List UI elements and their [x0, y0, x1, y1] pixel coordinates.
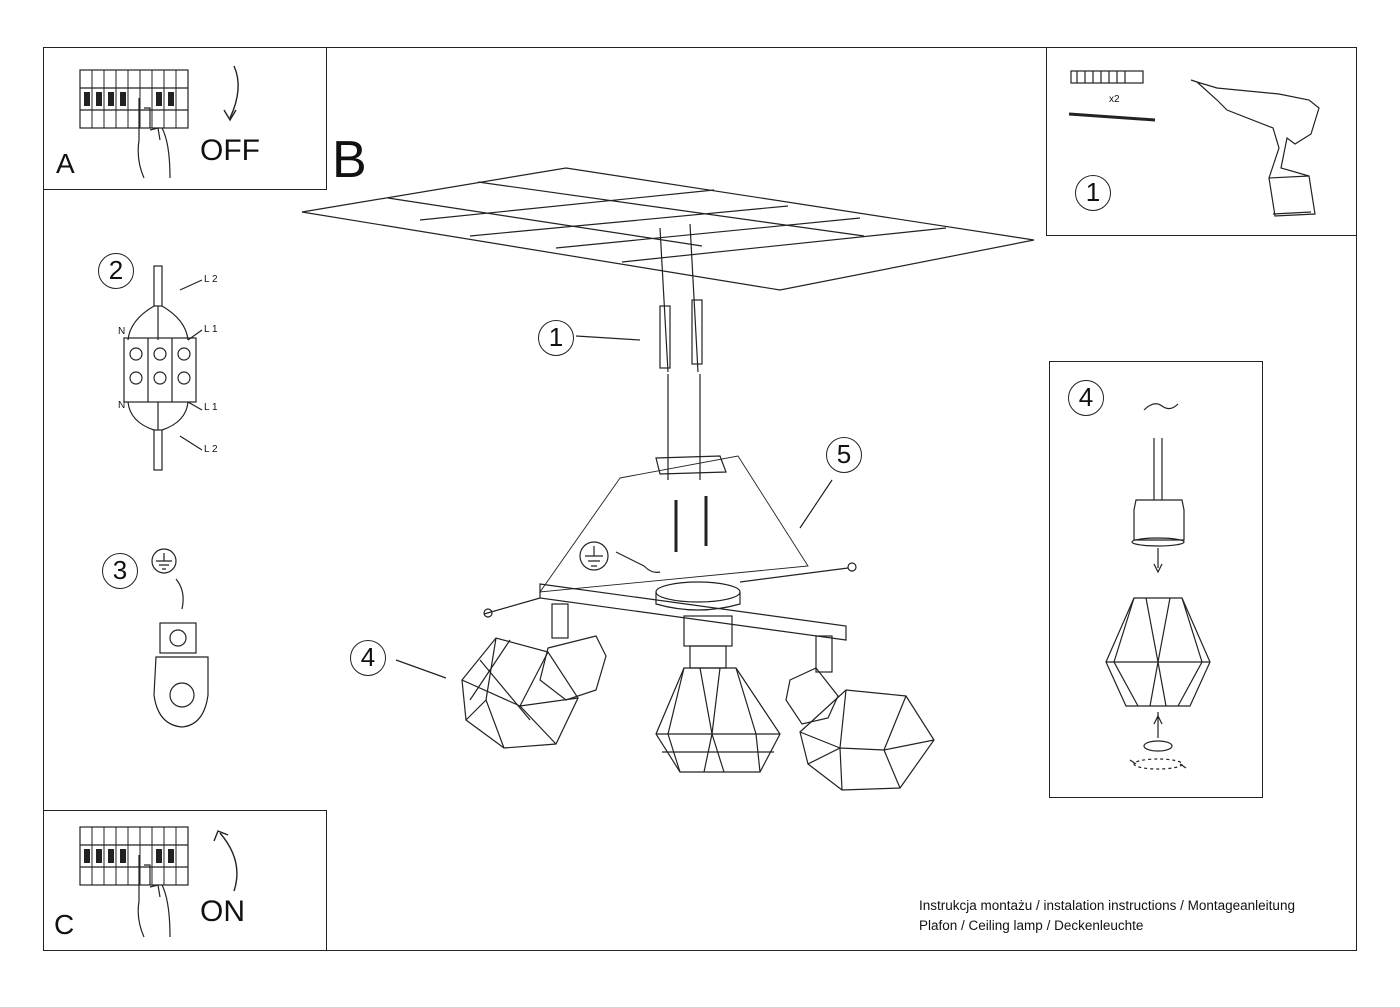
step-c-letter: C: [54, 909, 75, 940]
terminal-label: L 1: [204, 324, 218, 335]
wall-plug-icon: [1070, 70, 1144, 84]
wiring-diagram: 2 L 2 N L 1 N L 1 L 2: [90, 250, 240, 480]
bulb-detail-step-number: 4: [1068, 380, 1104, 416]
main-callout-1: 1: [538, 320, 574, 356]
screw-icon: [1068, 112, 1156, 122]
wiring-step-number: 2: [98, 253, 134, 289]
terminal-label: L 1: [204, 402, 218, 413]
step-a-letter: A: [56, 148, 75, 179]
tools-panel: x2 1: [1046, 47, 1357, 236]
step-b-letter: B: [332, 131, 367, 189]
terminal-label: L 2: [204, 444, 218, 455]
ground-terminal-illustration: [151, 548, 209, 728]
ring-nut-icon: [1143, 740, 1173, 752]
bulb-detail-panel: 4: [1049, 361, 1263, 798]
breaker-off-illustration: [79, 65, 239, 179]
page-frame: [43, 47, 1357, 951]
caption-line-1: Instrukcja montażu / instalation instruc…: [919, 898, 1295, 913]
main-callout-4: 4: [350, 640, 386, 676]
terminal-block-illustration: [123, 265, 203, 471]
step-c-panel: C ON: [43, 810, 327, 951]
drill-icon: [1196, 81, 1320, 217]
shade-assembly-illustration: [1105, 403, 1211, 770]
ground-step-number: 3: [102, 553, 138, 589]
cage-shade-icon: [1105, 597, 1211, 707]
ground-connection: 3: [100, 545, 220, 735]
step-c-label: ON: [200, 895, 245, 928]
ground-symbol-icon: [151, 548, 177, 574]
step-a-label: OFF: [200, 134, 260, 167]
ground-clamp-icon: [159, 622, 197, 654]
terminal-label: N: [118, 400, 126, 411]
step-a-panel: A OFF: [43, 47, 327, 190]
tools-step-number: 1: [1075, 175, 1111, 211]
anchor-quantity: x2: [1109, 94, 1120, 105]
main-callout-5: 5: [826, 437, 862, 473]
caption-line-2: Plafon / Ceiling lamp / Deckenleuchte: [919, 918, 1144, 933]
terminal-label: L 2: [204, 274, 218, 285]
lamp-holder-icon: [1133, 499, 1185, 541]
breaker-on-illustration: [79, 826, 238, 938]
drill-and-anchor-illustration: [1068, 70, 1320, 217]
terminal-label: N: [118, 326, 126, 337]
